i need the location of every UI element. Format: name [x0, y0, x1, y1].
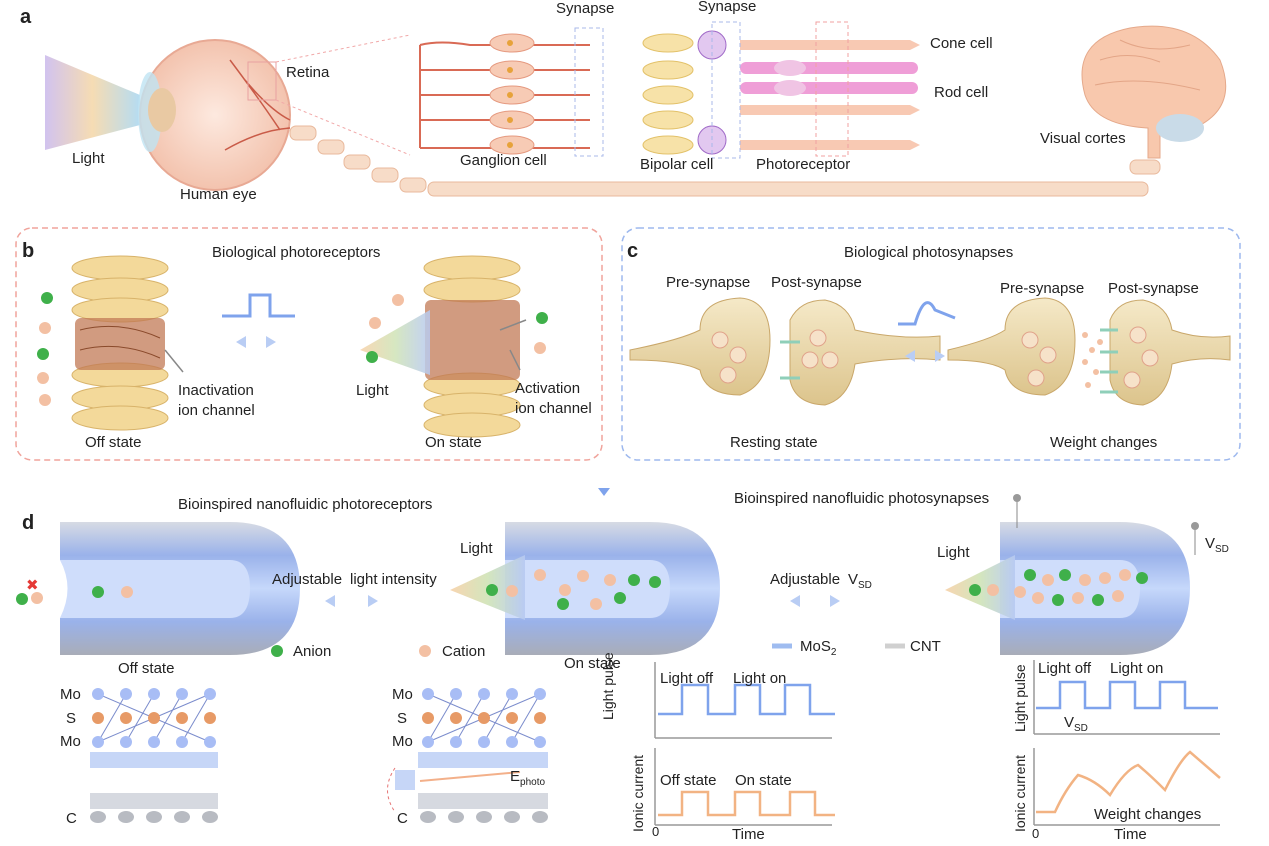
- label-adjustable-2: Adjustable: [770, 571, 841, 588]
- panel-c-title: Biological photosynapses: [844, 244, 1014, 261]
- label-c-1: C: [66, 810, 77, 827]
- label-post-synapse-1: Post-synapse: [771, 274, 862, 291]
- retina-cells: [419, 21, 920, 159]
- label-mo-3: Mo: [392, 686, 413, 703]
- synapse-resting: [629, 297, 941, 406]
- label-light-on-1: Light on: [733, 670, 787, 687]
- label-retina: Retina: [286, 64, 330, 81]
- panel-label-c: c: [627, 240, 639, 262]
- panel-label-a: a: [20, 6, 32, 28]
- panel-d-title-left: Bioinspired nanofluidic photoreceptors: [178, 496, 433, 513]
- label-s-1: S: [66, 710, 77, 727]
- label-post-synapse-2: Post-synapse: [1108, 280, 1199, 297]
- label-cone-cell: Cone cell: [930, 35, 993, 52]
- ion-channel-on: [360, 255, 521, 438]
- label-anion: Anion: [293, 643, 332, 660]
- panel-d-title-right: Bioinspired nanofluidic photosynapses: [734, 490, 990, 507]
- plot-ionic-current-1: [654, 748, 835, 826]
- ions-b: [37, 292, 548, 406]
- nanotube-off: [60, 522, 300, 655]
- label-vsd-plot: VSD: [1064, 714, 1088, 734]
- label-ganglion-cell: Ganglion cell: [460, 152, 547, 169]
- label-off-state-b: Off state: [85, 434, 142, 451]
- label-weight-changes-d: Weight changes: [1094, 806, 1202, 823]
- label-bipolar-cell: Bipolar cell: [640, 156, 714, 173]
- double-arrow-b: [236, 336, 276, 348]
- label-on-state-b: On state: [425, 434, 482, 451]
- label-light-off-2: Light off: [1038, 660, 1092, 677]
- light-beam: [45, 55, 140, 150]
- label-activation-1: Activation: [515, 380, 581, 397]
- label-s-2: S: [397, 710, 408, 727]
- label-light-intensity: light intensity: [350, 571, 437, 588]
- label-zero-2: 0: [1032, 826, 1040, 841]
- label-c-2: C: [397, 810, 408, 827]
- panel-b-title: Biological photoreceptors: [212, 244, 381, 261]
- label-mo-1: Mo: [60, 686, 81, 703]
- label-e-photo: Ephoto: [510, 768, 546, 788]
- ions-d: [16, 569, 1148, 657]
- label-photoreceptor: Photoreceptor: [756, 156, 851, 173]
- label-rod-cell: Rod cell: [934, 84, 989, 101]
- label-visual-cortex: Visual cortes: [1040, 130, 1126, 147]
- nanotube-synapse: [945, 494, 1199, 655]
- label-off-state-d: Off state: [118, 660, 175, 677]
- label-light-off-1: Light off: [660, 670, 714, 687]
- brain-illustration: [1081, 25, 1227, 159]
- label-vsd-1: VSD: [848, 571, 872, 591]
- label-light-pulse-1: Light pulse: [600, 652, 616, 720]
- label-light-d1: Light: [460, 540, 493, 557]
- label-inactivation-2: ion channel: [178, 402, 255, 419]
- label-pre-synapse-1: Pre-synapse: [666, 274, 751, 291]
- label-time-2: Time: [1114, 826, 1147, 843]
- label-light-d2: Light: [937, 544, 970, 561]
- pulse-icon-b: [222, 293, 295, 318]
- optic-nerve: [289, 125, 1161, 197]
- svg-text:✖: ✖: [26, 576, 39, 594]
- label-off-state-plot: Off state: [660, 772, 717, 789]
- label-vsd-2: VSD: [1205, 535, 1229, 555]
- label-human-eye: Human eye: [180, 186, 257, 203]
- ion-channel-off: [71, 255, 169, 431]
- pulse-icon-c: [898, 301, 956, 326]
- label-weight-changes-c: Weight changes: [1050, 434, 1158, 451]
- plot-light-pulse-2: [1033, 660, 1220, 735]
- label-time-1: Time: [732, 826, 765, 843]
- label-on-state-d: On state: [564, 655, 621, 672]
- panel-b-box: [15, 227, 603, 461]
- label-on-state-plot: On state: [735, 772, 792, 789]
- panel-c-box: [621, 227, 1241, 461]
- label-resting-state: Resting state: [730, 434, 818, 451]
- label-mo-4: Mo: [392, 733, 413, 750]
- label-inactivation-1: Inactivation: [178, 382, 254, 399]
- label-light-on-2: Light on: [1110, 660, 1164, 677]
- label-cation: Cation: [442, 643, 486, 660]
- mos2-lattice-off: [90, 688, 218, 823]
- legend-cnt: CNT: [910, 638, 941, 655]
- synapse-weighted: [947, 297, 1231, 406]
- label-mo-2: Mo: [60, 733, 81, 750]
- label-pre-synapse-2: Pre-synapse: [1000, 280, 1085, 297]
- panel-label-b: b: [22, 240, 35, 262]
- label-activation-2: ion channel: [515, 400, 592, 417]
- legend-mos2: MoS2: [800, 638, 837, 658]
- label-light: Light: [72, 150, 105, 167]
- panel-label-d: d: [22, 512, 35, 534]
- mos2-lattice-on: [387, 688, 548, 823]
- label-ionic-current-1: Ionic current: [630, 754, 646, 832]
- label-synapse-2: Synapse: [698, 0, 757, 15]
- label-light-pulse-2: Light pulse: [1012, 664, 1028, 732]
- label-ionic-current-2: Ionic current: [1012, 754, 1028, 832]
- label-zero-1: 0: [652, 824, 660, 839]
- label-synapse-1: Synapse: [556, 0, 615, 17]
- label-light-b: Light: [356, 382, 389, 399]
- plot-light-pulse-1: [654, 662, 835, 739]
- label-adjustable-1: Adjustable: [272, 571, 343, 588]
- plot-ionic-current-2: [1033, 748, 1221, 826]
